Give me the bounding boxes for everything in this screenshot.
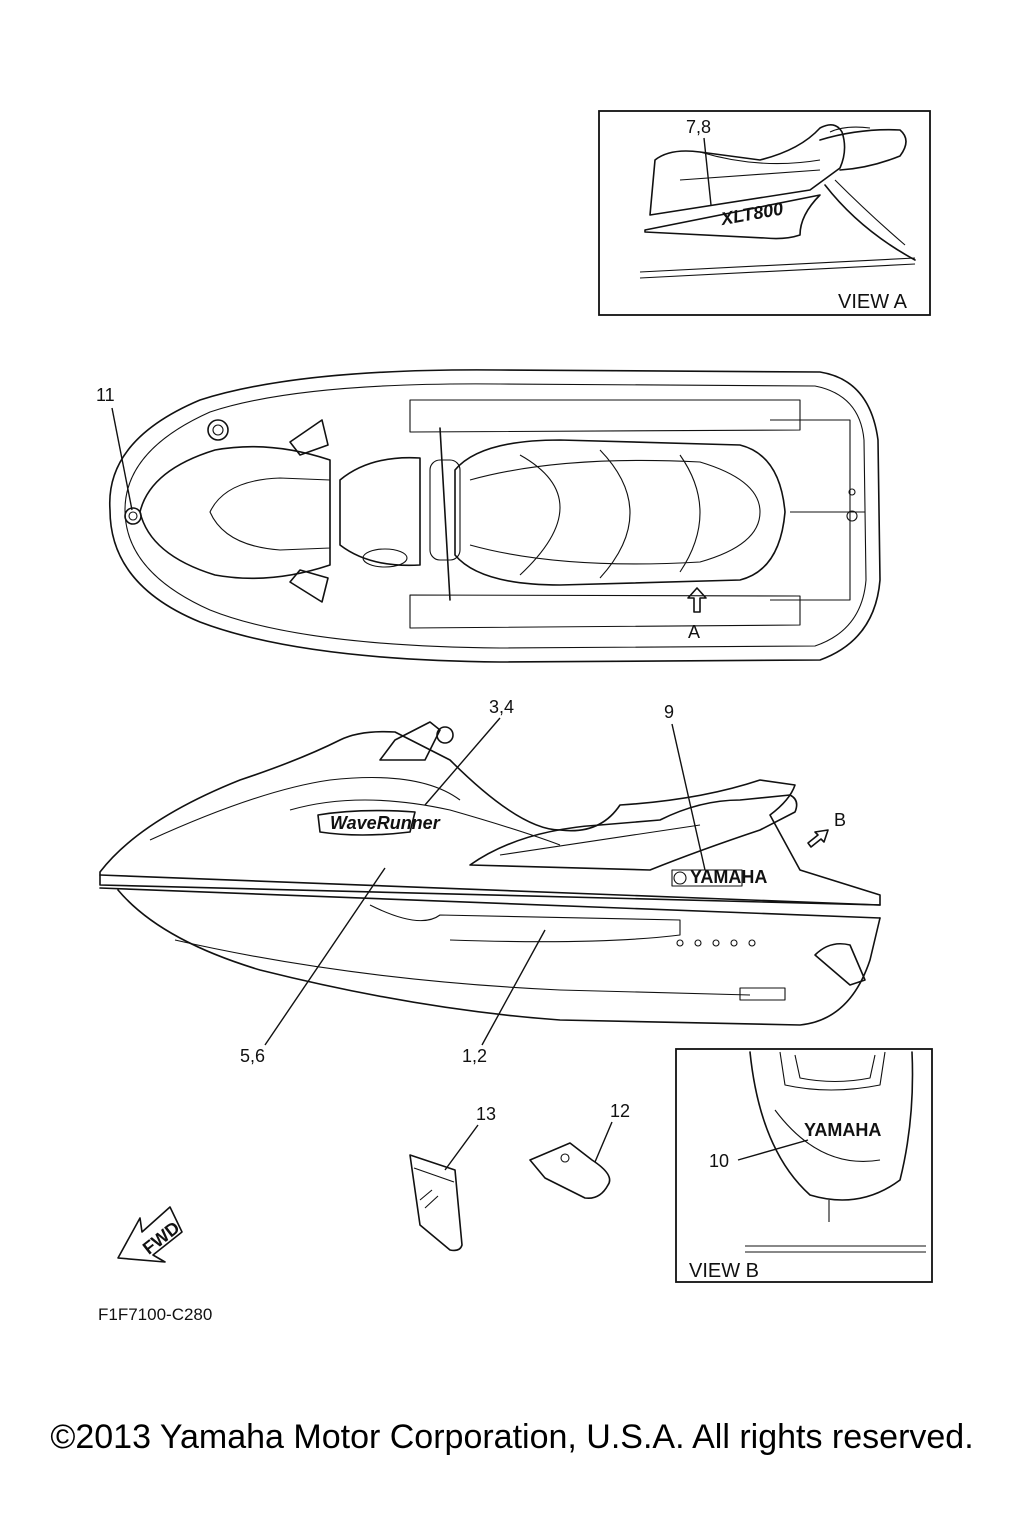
drawing-code: F1F7100-C280 bbox=[98, 1305, 212, 1324]
top-view-hull: 11 A bbox=[96, 369, 881, 663]
callout-5-6: 5,6 bbox=[240, 1046, 265, 1066]
view-b-inset: YAMAHA 10 VIEW B bbox=[675, 1048, 933, 1283]
callout-13: 13 bbox=[476, 1104, 496, 1124]
view-a-inset: 7,8 XLT800 VIEW A bbox=[598, 110, 931, 316]
callout-3-4: 3,4 bbox=[489, 697, 514, 717]
view-a-title: VIEW A bbox=[838, 291, 908, 313]
side-decal-waverunner: WaveRunner bbox=[330, 813, 441, 833]
side-view-hull: 3,4 9 WaveRunner YAMAHA bbox=[99, 697, 881, 1066]
side-decal-yamaha: YAMAHA bbox=[690, 867, 767, 887]
view-arrow-b-label: B bbox=[834, 810, 846, 830]
parts-13-12: 13 12 bbox=[409, 1101, 630, 1252]
view-arrow-a-label: A bbox=[688, 622, 700, 642]
callout-11: 11 bbox=[96, 385, 115, 405]
callout-10: 10 bbox=[709, 1151, 729, 1171]
fwd-arrow-icon: FWD bbox=[117, 1206, 184, 1263]
callout-9: 9 bbox=[664, 702, 674, 722]
callout-7-8: 7,8 bbox=[686, 117, 711, 137]
view-b-title: VIEW B bbox=[689, 1260, 759, 1282]
copyright-notice: ©2013 Yamaha Motor Corporation, U.S.A. A… bbox=[50, 1418, 974, 1456]
callout-12: 12 bbox=[610, 1101, 630, 1121]
callout-1-2: 1,2 bbox=[462, 1046, 487, 1066]
fwd-label: FWD bbox=[139, 1217, 184, 1258]
view-b-decal: YAMAHA bbox=[804, 1120, 881, 1140]
